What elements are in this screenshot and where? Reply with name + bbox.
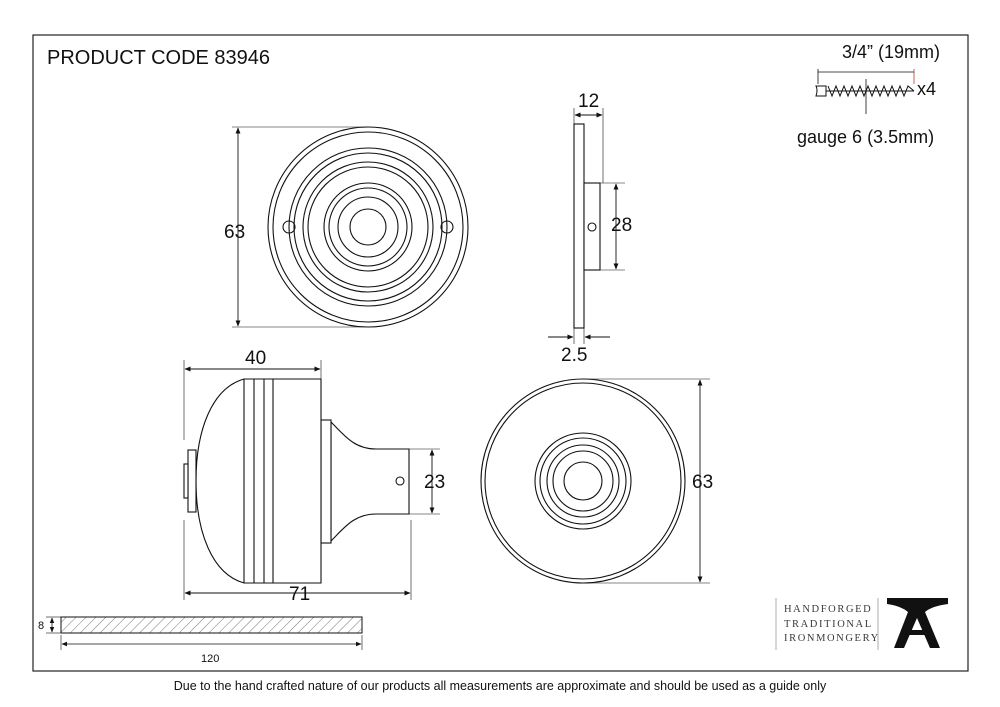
rose-boss-label: 28	[611, 215, 632, 236]
brand-block: HANDFORGED TRADITIONAL IRONMONGERY	[775, 598, 948, 650]
rose-front-view	[267, 126, 469, 328]
screw-gauge-label: gauge 6 (3.5mm)	[797, 127, 934, 147]
rose-side-view	[573, 123, 601, 329]
rose-side-dimensions: 12 28 2.5	[548, 91, 632, 366]
anvil-logo-icon	[887, 598, 948, 648]
screw-length-label: 3/4” (19mm)	[842, 42, 940, 62]
spindle-label: 23	[424, 472, 445, 493]
knob-side-dimensions: 40 71 23	[183, 348, 445, 605]
rose-depth-label: 12	[578, 91, 599, 112]
knob-front-view	[480, 378, 686, 584]
spindle-bar: 8 120	[38, 616, 363, 665]
rose-height-label: 63	[224, 222, 245, 243]
product-code-title: PRODUCT CODE 83946	[47, 47, 270, 69]
knob-diameter-label: 63	[692, 472, 713, 493]
brand-line-3: IRONMONGERY	[784, 633, 880, 644]
screw-quantity-label: x4	[917, 79, 936, 99]
rose-height-dimension: 63	[224, 126, 368, 328]
brand-line-1: HANDFORGED	[784, 604, 872, 615]
knob-side-view	[183, 378, 410, 584]
knob-width-label: 40	[245, 348, 266, 369]
knob-length-label: 71	[289, 584, 310, 605]
disclaimer-footer: Due to the hand crafted nature of our pr…	[173, 679, 827, 693]
spindle-thickness-label: 8	[38, 620, 44, 632]
brand-line-2: TRADITIONAL	[784, 619, 873, 630]
knob-diameter-dimension: 63	[583, 378, 713, 584]
screw-detail: 3/4” (19mm) x4 gauge 6 (3.5mm)	[797, 42, 940, 147]
rose-plate-label: 2.5	[561, 345, 587, 366]
spindle-length-label: 120	[201, 653, 219, 665]
drawing-frame	[32, 34, 969, 672]
